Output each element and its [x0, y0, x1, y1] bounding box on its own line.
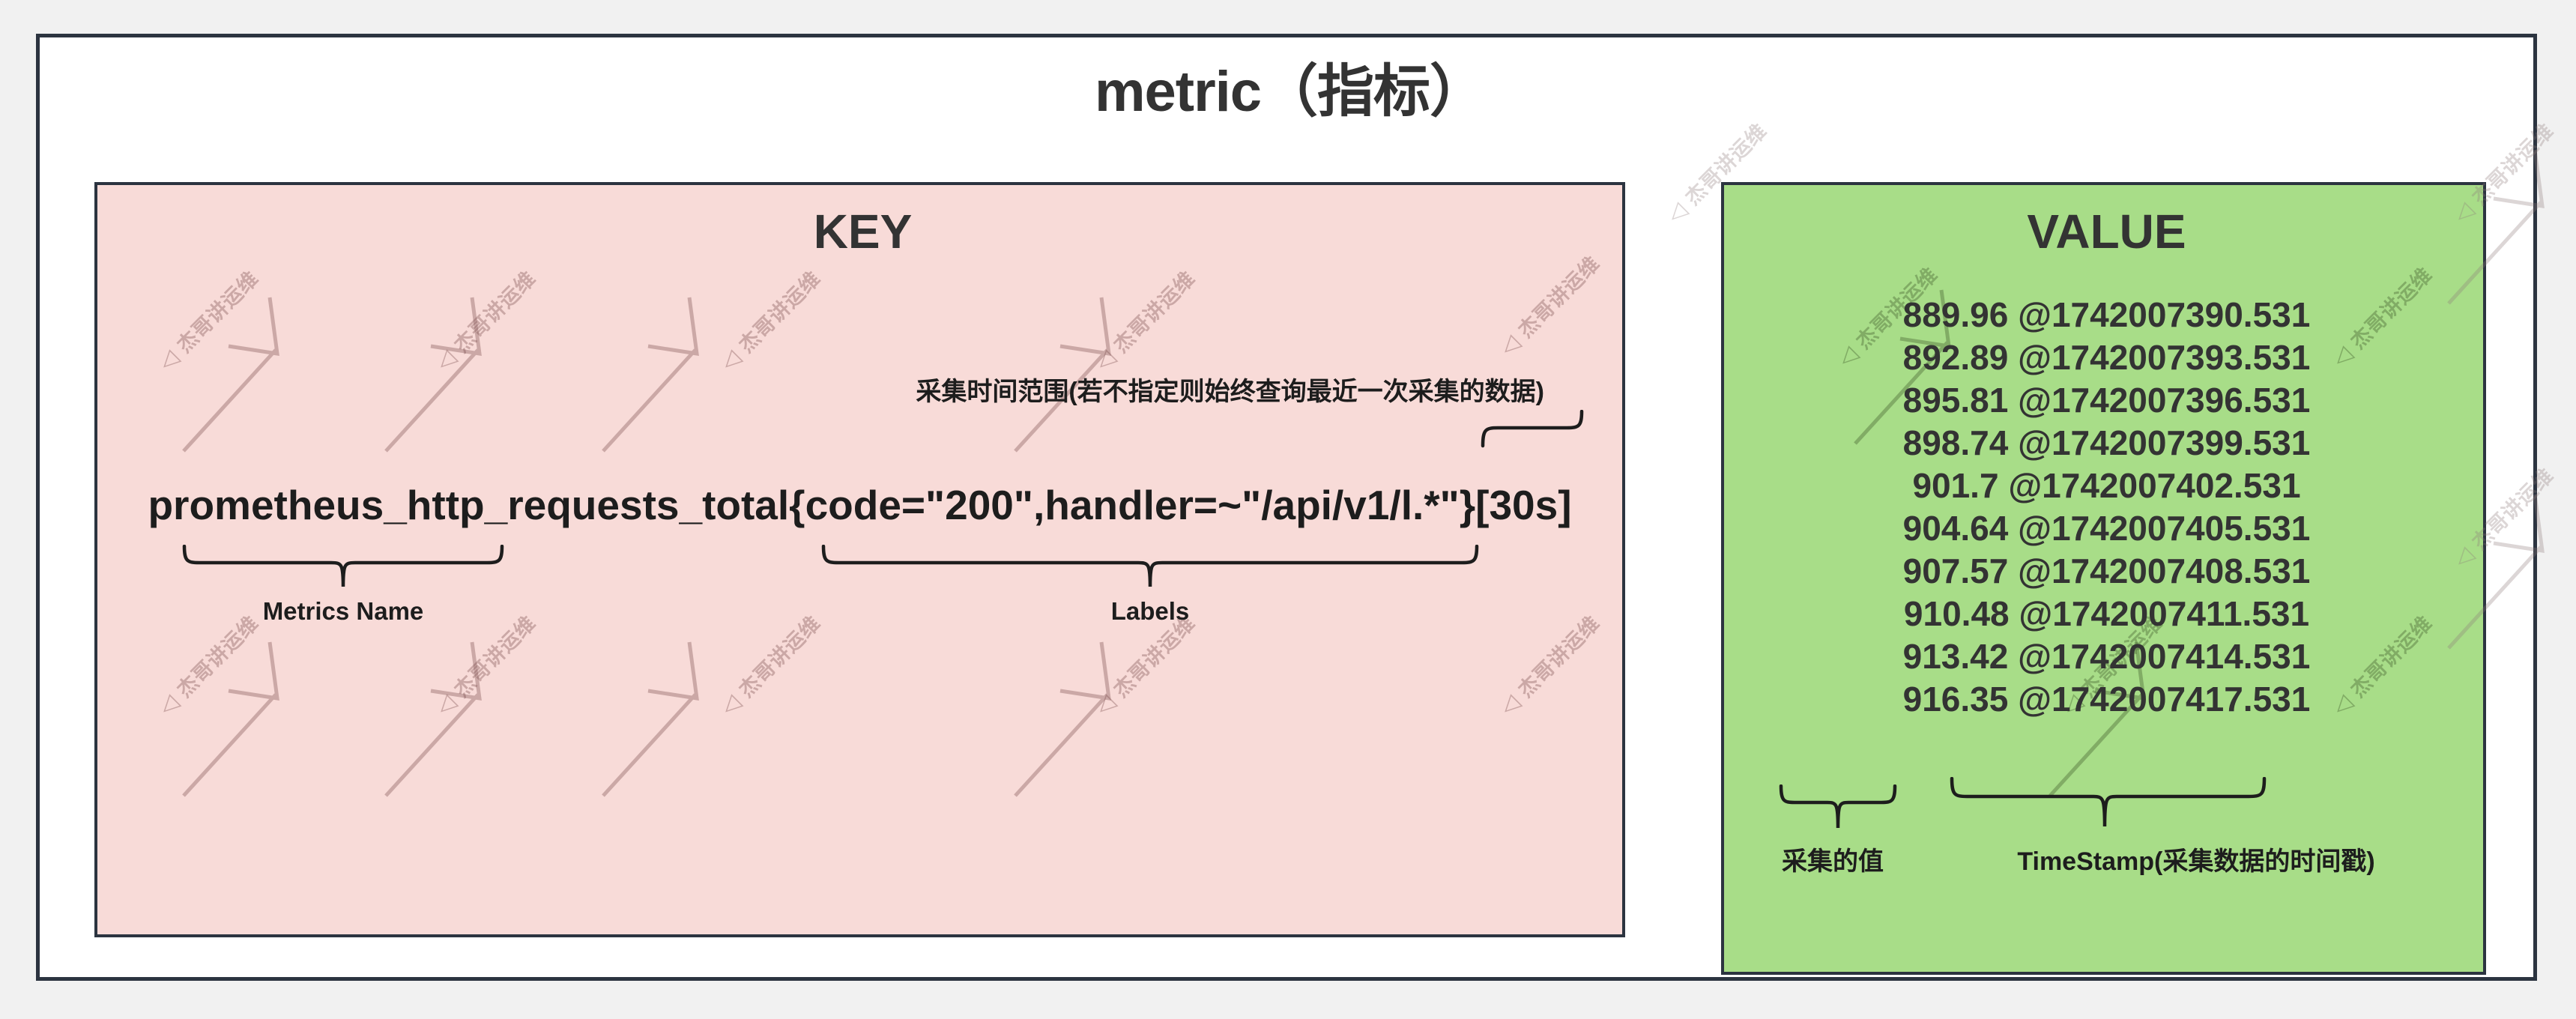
watermark-mark-icon: ◁ [154, 689, 184, 721]
watermark-mark-icon: ◁ [716, 689, 746, 721]
promql-expression: prometheus_http_requests_total{code="200… [148, 482, 1572, 528]
key-panel-heading: KEY [813, 205, 913, 258]
watermark-arrow-icon [602, 297, 699, 453]
watermark-mark-icon: ◁ [1495, 330, 1526, 361]
watermark-text: 杰哥讲运维 [172, 267, 263, 357]
watermark-arrow-icon [182, 641, 279, 797]
sample-list: 889.96 @1742007390.531 892.89 @174200739… [1724, 294, 2483, 721]
sample-row: 907.57 @1742007408.531 [1902, 551, 2311, 590]
diagram-frame: metric（指标） KEY ◁杰哥讲运维 ◁杰哥讲运维 ◁杰哥讲运维 ◁杰哥讲… [36, 34, 2558, 981]
watermark-text: 杰哥讲运维 [450, 267, 540, 357]
sample-row: 895.81 @1742007396.531 [1902, 381, 2311, 420]
watermark: ◁杰哥讲运维 [151, 263, 264, 376]
watermark-arrow-icon [602, 641, 699, 797]
watermark-mark-icon: ◁ [431, 345, 462, 376]
watermark-arrow-icon [182, 297, 279, 453]
metrics-name-label: Metrics Name [262, 597, 424, 625]
watermark-mark-icon: ◁ [431, 689, 462, 721]
key-panel: KEY ◁杰哥讲运维 ◁杰哥讲运维 ◁杰哥讲运维 ◁杰哥讲运维 ◁杰哥讲运维 ◁… [94, 182, 1625, 937]
sample-row: 901.7 @1742007402.531 [1912, 466, 2301, 505]
sample-row: 904.64 @1742007405.531 [1902, 509, 2311, 548]
sample-row: 913.42 @1742007414.531 [1902, 637, 2311, 676]
sample-row: 916.35 @1742007417.531 [1902, 680, 2311, 719]
labels-brace [820, 545, 1480, 590]
watermark: ◁杰哥讲运维 [713, 263, 826, 376]
range-brace [1480, 410, 1585, 449]
watermark: ◁杰哥讲运维 [1493, 608, 1606, 721]
watermark: ◁杰哥讲运维 [1493, 248, 1606, 361]
watermark-text: 杰哥讲运维 [1514, 611, 1604, 702]
sample-row: 910.48 @1742007411.531 [1903, 594, 2310, 633]
watermark-arrow-icon [384, 297, 482, 453]
watermark-text: 杰哥讲运维 [734, 267, 825, 357]
watermark: ◁杰哥讲运维 [429, 263, 542, 376]
page-title: metric（指标） [1094, 60, 1487, 124]
value-panel-heading: VALUE [2027, 205, 2186, 258]
sample-row: 892.89 @1742007393.531 [1902, 338, 2311, 377]
watermark-text: 杰哥讲运维 [1109, 267, 1200, 357]
timestamp-brace [1949, 777, 2267, 831]
watermark: ◁杰哥讲运维 [1088, 263, 1201, 376]
sample-row: 898.74 @1742007399.531 [1902, 423, 2311, 462]
metrics-name-brace [181, 545, 505, 590]
sample-row: 889.96 @1742007390.531 [1902, 295, 2311, 334]
labels-label: Labels [1110, 597, 1190, 625]
collected-value-brace [1778, 784, 1898, 831]
watermark-text: 杰哥讲运维 [1514, 252, 1604, 342]
range-annotation-label: 采集时间范围(若不指定则始终查询最近一次采集的数据) [916, 378, 1544, 406]
watermark-mark-icon: ◁ [1090, 689, 1121, 721]
watermark-mark-icon: ◁ [1495, 689, 1526, 721]
watermark-mark-icon: ◁ [154, 345, 184, 376]
timestamp-label: TimeStamp(采集数据的时间戳) [2017, 847, 2375, 876]
collected-value-label: 采集的值 [1782, 847, 1884, 876]
watermark-arrow-icon [1014, 641, 1111, 797]
watermark-arrow-icon [384, 641, 482, 797]
value-panel: VALUE ◁杰哥讲运维 ◁杰哥讲运维 ◁杰哥讲运维 ◁杰哥讲运维 889.96… [1721, 182, 2486, 975]
watermark-text: 杰哥讲运维 [734, 611, 825, 702]
watermark-arrow-icon [1014, 297, 1111, 453]
watermark: ◁杰哥讲运维 [713, 608, 826, 721]
watermark-mark-icon: ◁ [1662, 197, 1693, 229]
